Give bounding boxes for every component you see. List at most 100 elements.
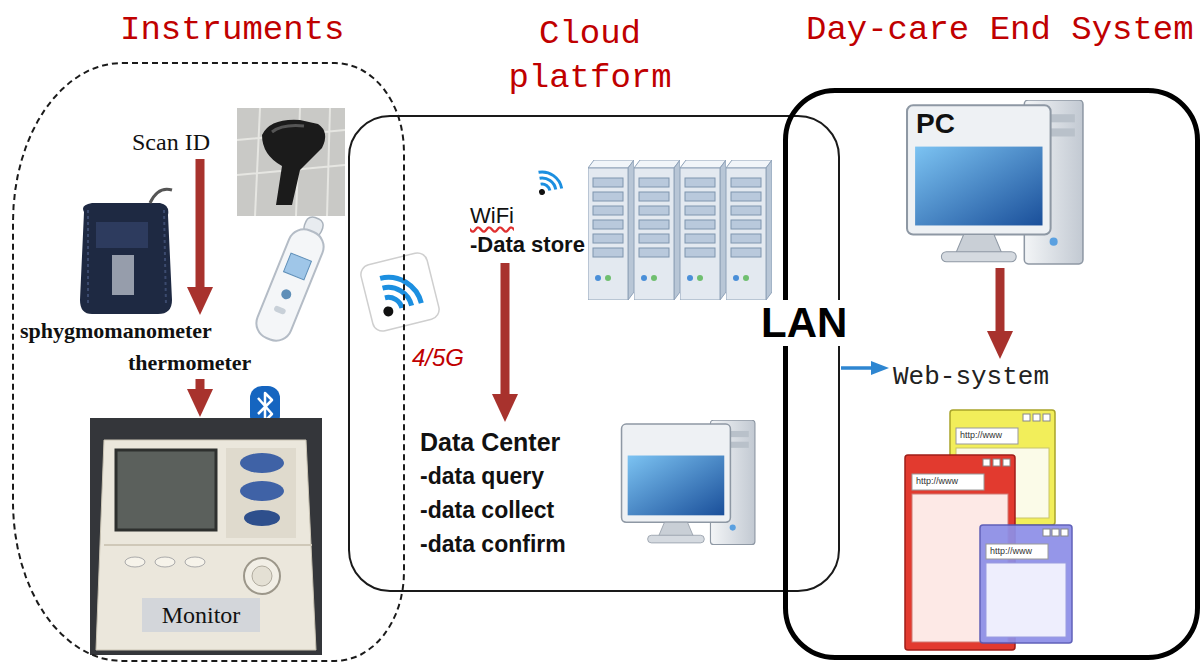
- computer-illustration: [622, 420, 755, 544]
- flow-arrow: [196, 159, 205, 289]
- flow-arrow: [501, 263, 510, 396]
- browser-windows: [1052, 529, 1059, 536]
- computer-illustration: [907, 100, 1083, 264]
- address-text: http://www: [959, 430, 1003, 441]
- device-node: thermometer: [128, 350, 251, 376]
- monitor-photo: [104, 544, 312, 546]
- storage-node: WiFi-Data store: [470, 202, 585, 260]
- thermometer-illustration: [252, 211, 334, 345]
- browser-windows: [1033, 414, 1040, 421]
- data-center-node: Data Center-data query-data collect-data…: [420, 425, 566, 561]
- region-title: Day-care End System: [806, 10, 1194, 50]
- cuff-illustration: [88, 210, 166, 306]
- server-rack: [588, 160, 772, 300]
- wifi-icon: [536, 169, 563, 196]
- server-rack: [634, 160, 680, 300]
- flow-arrow: [196, 379, 205, 391]
- function-item: -data collect: [420, 493, 566, 527]
- region-boundary: InstrumentsScan IDsphygmomanometerthermo…: [12, 62, 405, 662]
- monitor-photo: [244, 558, 280, 594]
- web-system-node: Web-system: [893, 362, 1049, 392]
- function-label: -Data store: [470, 230, 585, 260]
- monitor-photo: [252, 566, 272, 586]
- wireless-icon: [359, 251, 441, 333]
- device-label: PC: [916, 108, 955, 140]
- browser-windows: [1043, 414, 1050, 421]
- address-text: http://www: [915, 476, 959, 487]
- device-label: Monitor: [142, 598, 260, 632]
- wifi-icon: [539, 189, 546, 196]
- cuff-illustration: [150, 189, 172, 203]
- connector-group: [200, 159, 1000, 396]
- function-item: -data query: [420, 459, 566, 493]
- device-node: sphygmomanometer: [20, 318, 212, 344]
- scanner-photo: [237, 108, 345, 216]
- browser-windows: [1003, 459, 1010, 466]
- thermometer-illustration: [284, 253, 312, 280]
- browser-windows: [905, 410, 1072, 650]
- wireless-icon: [380, 270, 421, 311]
- browser-windows: [980, 525, 1072, 643]
- monitor-photo: [155, 557, 175, 567]
- computer-node: PC: [905, 100, 1087, 265]
- browser-windows: [993, 459, 1000, 466]
- address-text: http://www: [989, 546, 1033, 557]
- monitor-photo: [240, 481, 284, 501]
- wireless-icon: [385, 294, 402, 311]
- monitor-photo: [96, 440, 316, 650]
- browser-windows: [983, 459, 990, 466]
- cuff-illustration: [112, 255, 134, 295]
- device-label: sphygmomanometer: [20, 318, 212, 344]
- browser-windows: [1061, 529, 1068, 536]
- browser-windows: [912, 474, 984, 490]
- server-rack: [680, 160, 726, 300]
- region-title: Instruments: [120, 10, 344, 50]
- thermometer-illustration: [280, 288, 293, 301]
- monitor-photo: [240, 453, 284, 473]
- monitor-photo: [244, 510, 280, 526]
- function-item: -data confirm: [420, 527, 566, 561]
- region-boundary: Day-care End SystemPCWeb-system: [783, 88, 1200, 660]
- scanner-photo: [237, 108, 345, 216]
- cuff-illustration: [96, 222, 148, 248]
- flow-arrow: [841, 366, 872, 370]
- monitor-photo: [90, 418, 322, 655]
- browser-windows: [1043, 529, 1050, 536]
- server-rack: [588, 160, 634, 300]
- wifi-icon: [539, 169, 562, 192]
- network-label: 4/5G: [412, 344, 464, 372]
- cuff-illustration: [80, 203, 172, 314]
- scanner-photo: [272, 126, 304, 132]
- browser-windows: [956, 428, 1018, 444]
- device-node: Scan ID: [132, 128, 210, 156]
- device-label: thermometer: [128, 350, 251, 376]
- monitor-box: Monitor: [90, 420, 322, 655]
- browser-windows: [1023, 414, 1030, 421]
- browser-windows: [986, 563, 1066, 637]
- scanner-photo: [262, 120, 325, 205]
- server-rack: [726, 160, 772, 300]
- thermometer-illustration: [252, 224, 329, 345]
- wifi-icon: [540, 176, 556, 192]
- monitor-photo: [185, 557, 205, 567]
- link-label: LAN: [757, 300, 851, 346]
- bluetooth-icon: [258, 393, 272, 421]
- region-title: Cloud platform: [490, 12, 690, 100]
- system-label: Web-system: [893, 362, 1049, 392]
- wireless-icon: [383, 282, 412, 311]
- wireless-icon: [382, 305, 394, 317]
- monitor-photo: [226, 448, 296, 538]
- device-label: Scan ID: [132, 128, 210, 156]
- scanner-photo: [237, 108, 345, 216]
- monitor-photo: [125, 557, 145, 567]
- browser-windows: [986, 544, 1048, 559]
- block-heading: Data Center: [420, 425, 566, 459]
- cuff-illustration: [80, 189, 172, 314]
- flow-arrow: [996, 268, 1005, 333]
- network-label: WiFi: [470, 202, 585, 230]
- thermometer-illustration: [273, 305, 286, 315]
- monitor-photo: [116, 450, 216, 530]
- monitor-photo: [90, 418, 322, 655]
- wireless-icon: [359, 251, 441, 333]
